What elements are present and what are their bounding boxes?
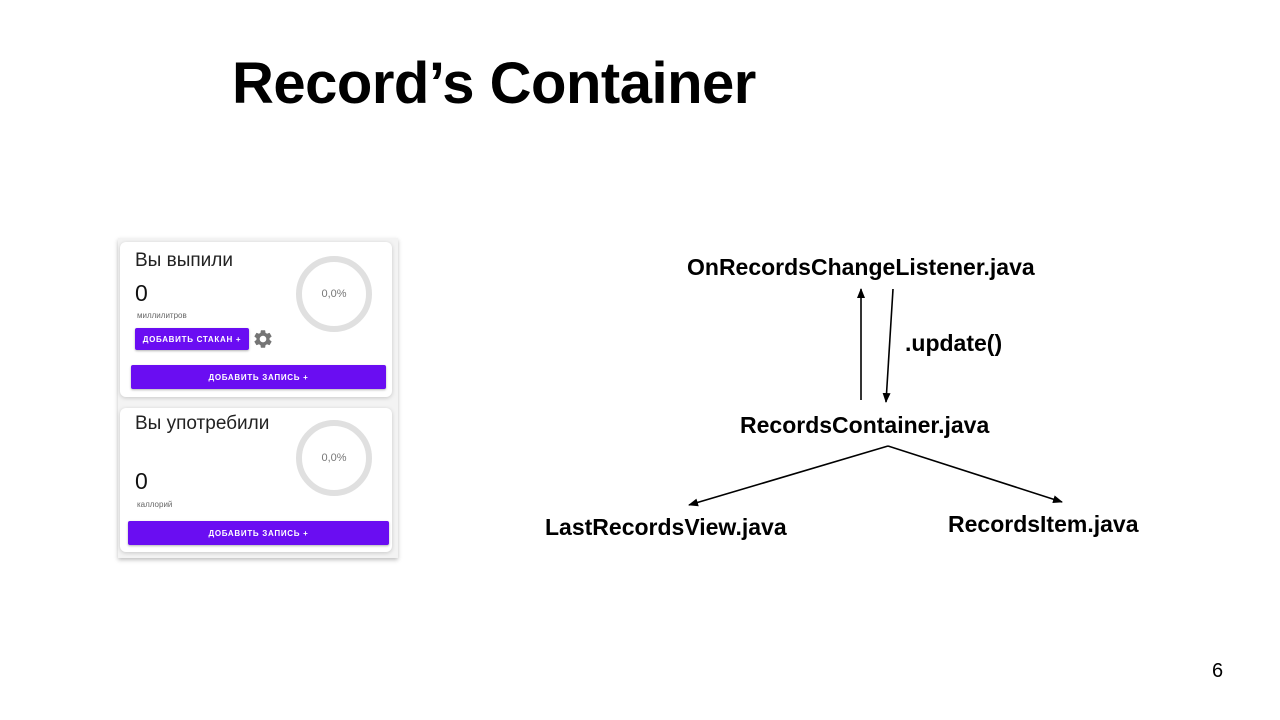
food-card-value: 0 xyxy=(135,468,148,494)
water-progress-ring: 0,0% xyxy=(296,256,372,332)
page-number: 6 xyxy=(1212,660,1224,682)
food-progress-text: 0,0% xyxy=(321,452,347,464)
arrow-listener-to-container xyxy=(882,288,894,403)
edge-label-update: .update() xyxy=(905,330,1003,356)
food-card-heading: Вы употребили xyxy=(135,413,270,434)
water-progress-text: 0,0% xyxy=(321,288,347,300)
node-last-records-view: LastRecordsView.java xyxy=(545,514,787,540)
slide-title: Record’s Container xyxy=(232,51,756,116)
add-glass-button[interactable]: ДОБАВИТЬ СТАКАН + xyxy=(135,328,249,350)
gear-icon[interactable] xyxy=(252,328,274,350)
water-card-heading: Вы выпили xyxy=(135,250,233,271)
food-card: Вы употребили 0 каллорий 0,0% ДОБАВИТЬ З… xyxy=(120,408,392,552)
add-food-record-button[interactable]: ДОБАВИТЬ ЗАПИСЬ + xyxy=(128,521,389,545)
arrow-container-to-last-records-view xyxy=(688,445,889,507)
water-card-value: 0 xyxy=(135,280,148,306)
food-card-unit: каллорий xyxy=(137,500,173,509)
node-records-container: RecordsContainer.java xyxy=(740,412,990,438)
food-progress-ring: 0,0% xyxy=(296,420,372,496)
arrow-container-to-records-item xyxy=(887,445,1063,504)
water-card-unit: миллилитров xyxy=(137,311,187,320)
node-on-records-change-listener: OnRecordsChangeListener.java xyxy=(687,254,1035,280)
node-records-item: RecordsItem.java xyxy=(948,511,1139,537)
add-water-record-button[interactable]: ДОБАВИТЬ ЗАПИСЬ + xyxy=(131,365,386,389)
app-screenshot: Вы выпили 0 миллилитров 0,0% ДОБАВИТЬ СТ… xyxy=(118,238,398,558)
water-card: Вы выпили 0 миллилитров 0,0% ДОБАВИТЬ СТ… xyxy=(120,242,392,397)
